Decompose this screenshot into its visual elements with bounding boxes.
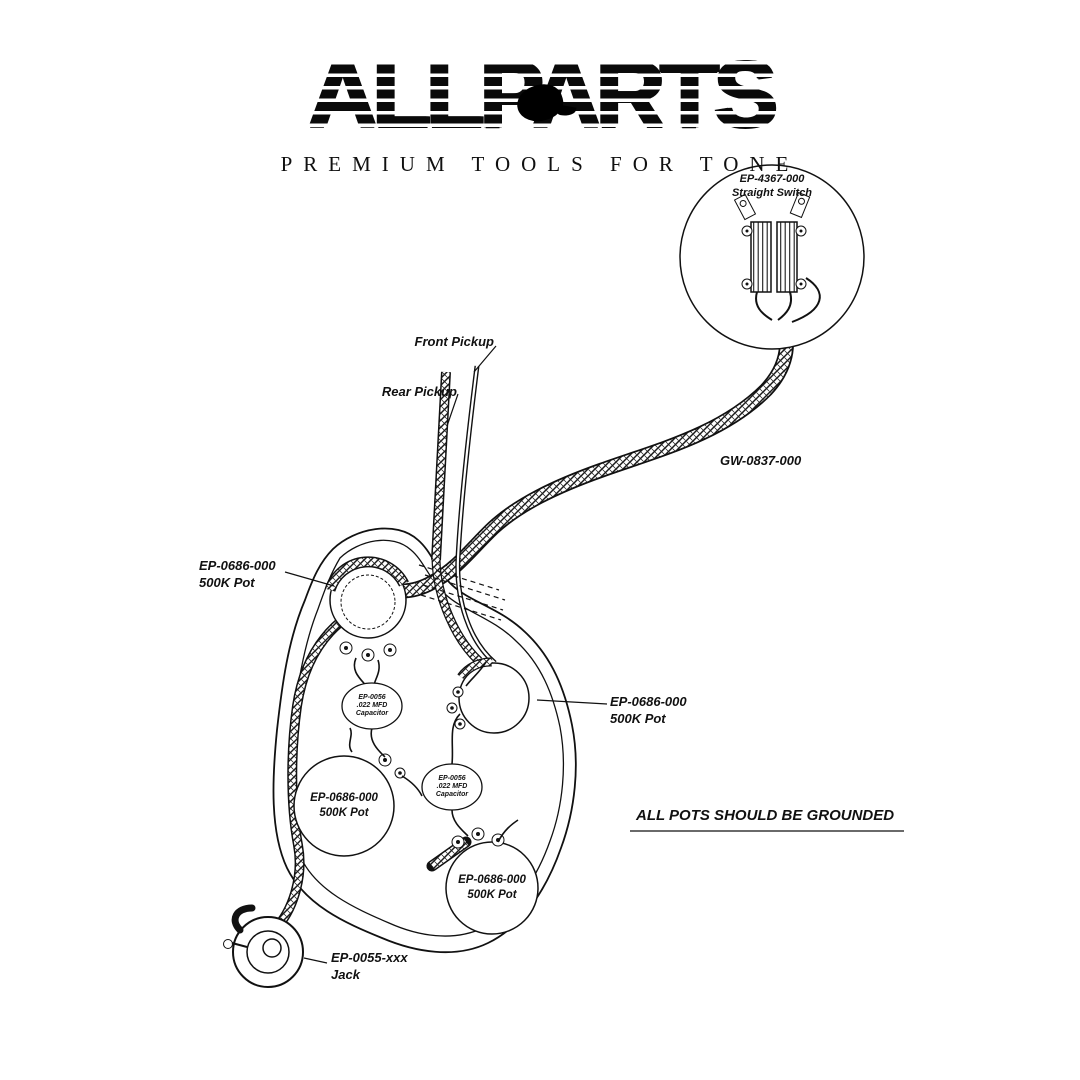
cable-part-label: GW-0837-000 <box>720 453 802 468</box>
capacitor-upper-label: EP-0056 .022 MFD Capacitor <box>335 694 409 718</box>
pot-bottom-right-label: EP-0686-000 500K Pot <box>432 873 552 903</box>
capacitor-lower-name: Capacitor <box>435 791 469 799</box>
rear-pickup-label: Rear Pickup <box>381 384 457 399</box>
pot-top-left-label: EP-0686-000 500K Pot <box>199 558 309 592</box>
pot-bottom-left-part-name: 500K Pot <box>319 806 369 819</box>
switch-drawing <box>679 164 865 350</box>
allparts-logo: ALLPARTS PREMIUM TOOLS FOR TONE <box>0 46 1080 177</box>
jack-label: EP-0055-xxx Jack <box>331 950 441 984</box>
capacitor-lower-value: .022 MFD <box>436 783 468 791</box>
capacitor-upper-value: .022 MFD <box>356 702 388 710</box>
switch-label: EP-4367-000 Straight Switch <box>697 172 847 201</box>
leader-lines <box>284 345 904 964</box>
pot-bottom-left-drawing <box>293 753 406 857</box>
front-pickup-label: Front Pickup <box>414 334 494 349</box>
pot-top-left-drawing <box>324 556 409 662</box>
capacitor-lower-part: EP-0056 <box>438 775 466 782</box>
pot-right-part-number: EP-0686-000 <box>610 694 687 709</box>
pickup-wires <box>431 365 497 665</box>
pot-bottom-right-drawing <box>426 827 539 935</box>
pot-bottom-left-part-number: EP-0686-000 <box>310 792 378 804</box>
hidden-wire-dashes <box>418 564 506 621</box>
grounding-note: ALL POTS SHOULD BE GROUNDED <box>636 807 895 824</box>
switch-part-number: EP-4367-000 <box>739 173 805 185</box>
braided-cable <box>386 294 794 599</box>
capacitor-drawings <box>341 682 483 811</box>
logo-wordmark-wrap: ALLPARTS <box>303 46 777 143</box>
pot-right-label: EP-0686-000 500K Pot <box>610 694 720 728</box>
pot-top-left-part-name: 500K Pot <box>199 574 255 590</box>
capacitor-lower-label: EP-0056 .022 MFD Capacitor <box>415 775 489 799</box>
pot-top-left-part-number: EP-0686-000 <box>199 558 276 573</box>
pot-right-drawing <box>446 657 530 734</box>
logo-tagline: PREMIUM TOOLS FOR TONE <box>280 152 800 177</box>
jack-part-number: EP-0055-xxx <box>331 950 408 965</box>
ground-braid-wire <box>270 611 353 934</box>
pot-bottom-left-label: EP-0686-000 500K Pot <box>284 791 404 821</box>
capacitor-upper-name: Capacitor <box>355 710 389 718</box>
pot-right-part-name: 500K Pot <box>610 710 666 726</box>
jack-drawing <box>223 904 304 988</box>
hookup-wires <box>348 657 519 843</box>
jack-part-name: Jack <box>331 966 360 982</box>
switch-part-name: Straight Switch <box>731 187 813 200</box>
pot-bottom-right-part-name: 500K Pot <box>467 888 517 901</box>
pot-bottom-right-part-number: EP-0686-000 <box>458 874 526 886</box>
capacitor-upper-part: EP-0056 <box>358 694 386 701</box>
